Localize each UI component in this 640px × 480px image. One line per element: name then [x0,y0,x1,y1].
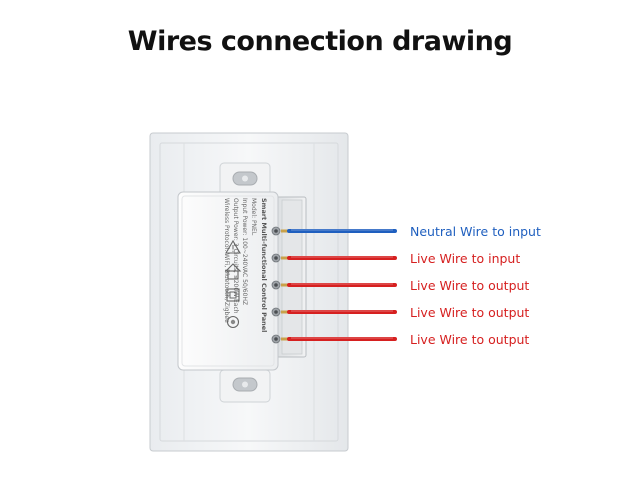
module-label-line: Output Power: 3 Circuits, ≤200W Each [232,198,239,314]
top-mounting-tab [219,162,271,196]
wires-layer [271,226,397,344]
module-label-line: Wireless Protocol: WiFi, Bluetooth, Zigb… [223,198,230,323]
wire-label: Live Wire to output [410,332,530,347]
terminal-block [271,196,307,358]
wire-label: Live Wire to input [410,251,521,266]
terminal-screw-icon [271,334,281,344]
warning-triangle-icon [225,239,241,254]
switch-module [177,191,279,371]
house-icon [224,263,242,280]
double-insulation-icon [226,288,240,302]
module-label-heading: Smart Multi-functional Control Panel [260,198,268,332]
module-label: Smart Multi-functional Control Panel Mod… [223,198,268,332]
bottom-mounting-tab [219,369,271,403]
circle-mark-icon [226,315,240,329]
wire-label: Neutral Wire to input [410,224,541,239]
page-title: Wires connection drawing [127,26,513,57]
module-label-line: Model: PNEL [250,198,257,236]
terminal-screw-icon [271,307,281,317]
terminal-screw-icon [271,226,281,236]
terminal-screw-icon [271,280,281,290]
wire-label: Live Wire to output [410,305,530,320]
module-label-line: Input Power: 100~240VAC 50/60HZ [241,198,248,305]
wire-label: Live Wire to output [410,278,530,293]
terminal-screw-icon [271,253,281,263]
